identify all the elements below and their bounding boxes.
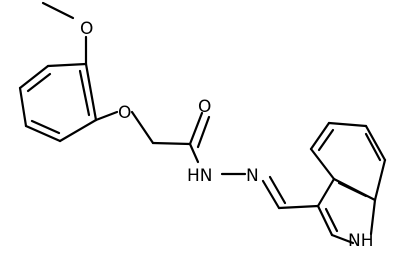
bond-ch2-carbonyl	[151, 141, 192, 146]
bond-methyl-o	[41, 1, 75, 20]
atom-methoxy-o: O	[80, 19, 93, 39]
atom-amide-nh: HN	[187, 166, 213, 186]
atom-ether-o: O	[118, 103, 131, 123]
bond-ch-indole	[277, 204, 320, 210]
atom-imine-n: N	[246, 166, 259, 186]
indole-pyrrole-ring	[316, 177, 377, 245]
atom-carbonyl-o: O	[198, 97, 211, 117]
bond-carbonyl-double-b	[196, 115, 211, 149]
bond-ether-o-ch2	[130, 110, 155, 145]
bond-carbonyl-nh	[188, 142, 200, 164]
bond-ring-ether-o	[94, 110, 119, 122]
bond-carbonyl-double-a	[188, 111, 204, 146]
indole-benzene-ring	[309, 121, 387, 202]
atom-indole-nh: NH	[348, 231, 374, 251]
bond-imine-double-a	[261, 179, 281, 210]
methoxyphenyl-ring	[18, 62, 98, 143]
bond-imine-double-b	[268, 175, 287, 205]
